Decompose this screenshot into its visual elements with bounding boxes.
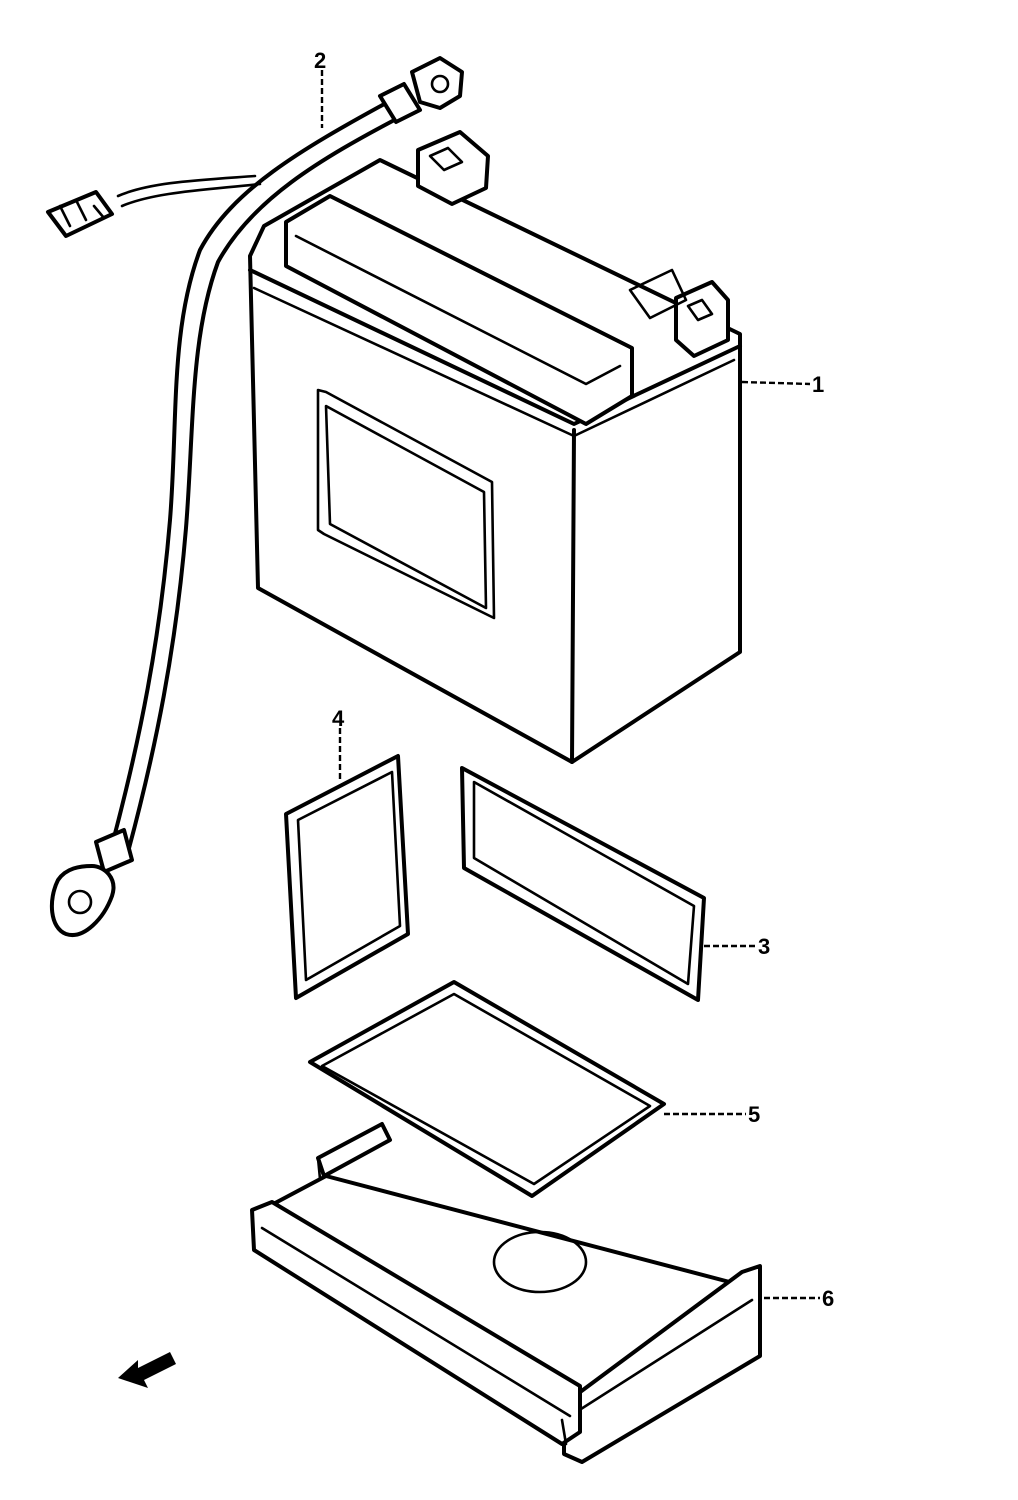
lead-wire-part: [46, 56, 464, 937]
callout-4: 4: [332, 706, 345, 731]
callout-labels: 1 2 3 4 5 6: [314, 48, 834, 1311]
callout-2: 2: [314, 48, 326, 73]
leader-lines: [320, 70, 820, 1300]
bottom-cushion-part: [308, 980, 666, 1198]
battery-tray-part: [250, 1122, 762, 1464]
callout-6: 6: [822, 1286, 834, 1311]
callout-3: 3: [758, 934, 770, 959]
callout-1: 1: [812, 372, 824, 397]
battery-part: [248, 130, 742, 764]
front-arrow-icon: [118, 1352, 176, 1388]
callout-5: 5: [748, 1102, 760, 1127]
large-side-cushion-part: [460, 766, 706, 1002]
small-side-cushion-part: [284, 754, 410, 1000]
